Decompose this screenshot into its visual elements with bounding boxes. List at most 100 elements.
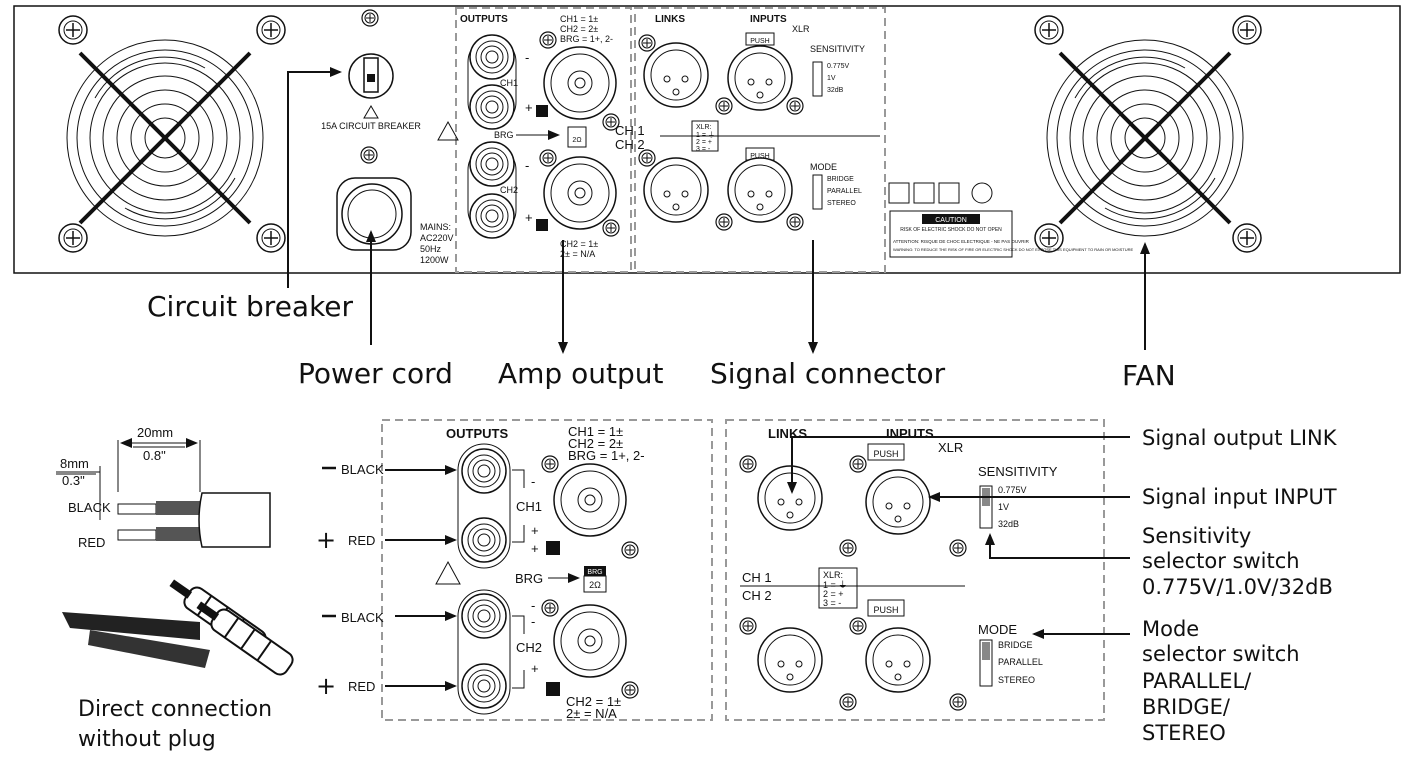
signal-connector-label: Signal connector xyxy=(710,357,946,390)
ch-note-top-1: CH1 = 1± xyxy=(560,14,598,24)
ch-note-detail-2: CH2 = 2± xyxy=(568,436,623,451)
xlr-link-ch1-top xyxy=(643,42,709,108)
links-heading-top: LINKS xyxy=(655,14,685,25)
caution-sub: RISK OF ELECTRIC SHOCK DO NOT OPEN xyxy=(900,227,1002,233)
attention-text: ATTENTION: RISQUE DE CHOC ELECTRIQUE - N… xyxy=(893,239,1030,244)
speakon-ch1-detail xyxy=(553,463,627,537)
mode-callout-4: BRIDGE/ xyxy=(1142,695,1231,719)
warning-icon xyxy=(363,105,379,119)
push-detail-1: PUSH xyxy=(873,449,898,459)
speakon-ch2-top xyxy=(543,156,617,230)
ch2-note-detail-1: CH2 = 1± xyxy=(566,694,621,709)
xlr-input-ch2-top xyxy=(727,157,793,223)
sensitivity-label-top: SENSITIVITY xyxy=(810,44,865,54)
warning-text: WARNING: TO REDUCE THE RISK OF FIRE OR E… xyxy=(893,247,1134,252)
signal-input-label: Signal input INPUT xyxy=(1142,485,1337,509)
sens-1v-detail: 1V xyxy=(998,502,1009,512)
direct-connection-line-1: Direct connection xyxy=(78,697,272,722)
svg-text:+: + xyxy=(531,661,539,676)
circuit-breaker-leader xyxy=(287,67,342,288)
xlr-pin-title-detail: XLR: xyxy=(823,570,843,580)
signal-output-link-leader xyxy=(787,436,1130,494)
ch-note-top-2: CH2 = 2± xyxy=(560,24,598,34)
mains-line-3: 50Hz xyxy=(420,244,442,254)
svg-text:+: + xyxy=(525,100,533,115)
brg-badge-detail: BRG xyxy=(587,569,602,576)
mains-line-4: 1200W xyxy=(420,255,449,265)
mode-label-top: MODE xyxy=(810,162,837,172)
ch-2-label-detail: CH 2 xyxy=(742,588,772,603)
mode-callout-2: selector switch xyxy=(1142,642,1300,666)
sens-32db-top: 32dB xyxy=(827,87,844,94)
inputs-heading-top: INPUTS xyxy=(750,14,787,25)
sens-0775-detail: 0.775V xyxy=(998,485,1027,495)
wire-red-label: RED xyxy=(78,535,105,550)
brg-socket-top: 2Ω xyxy=(572,137,581,144)
caution-label: CAUTION RISK OF ELECTRIC SHOCK DO NOT OP… xyxy=(889,210,1134,258)
sensitivity-callout-3: 0.775V/1.0V/32dB xyxy=(1142,575,1333,599)
ch1-label-detail: CH1 xyxy=(516,499,542,514)
ch2-label-detail: CH2 xyxy=(516,640,542,655)
mode-stereo-top: STEREO xyxy=(827,200,856,207)
plus-red-2: RED xyxy=(348,679,375,694)
xlr-pin-3-top: 3 = - xyxy=(696,146,711,153)
sens-0775-top: 0.775V xyxy=(827,63,850,70)
ch2-note-top-1: CH2 = 1± xyxy=(560,239,598,249)
binding-post-ch2-minus-detail xyxy=(461,593,507,639)
svg-text:+: + xyxy=(316,672,336,700)
outputs-heading-detail: OUTPUTS xyxy=(446,426,508,441)
brg-socket-detail: 2Ω xyxy=(589,580,601,590)
warning-icon-top xyxy=(437,120,459,141)
wire-strip-detail: 20mm 0.8" 8mm 0.3" BLACK RED xyxy=(56,425,271,550)
ch2-note-top-2: 2± = N/A xyxy=(560,249,595,259)
xlr-label-detail: XLR xyxy=(938,440,963,455)
minus-black-1: BLACK xyxy=(341,462,384,477)
ch-note-top-3: BRG = 1+, 2- xyxy=(560,34,613,44)
mode-stereo-detail: STEREO xyxy=(998,675,1035,685)
xlr-link-ch1-detail xyxy=(757,465,823,531)
svg-text:+: + xyxy=(531,541,539,556)
power-cord-socket[interactable] xyxy=(336,177,412,251)
ch1-label-top: CH1 xyxy=(500,78,518,88)
amp-output-label: Amp output xyxy=(498,357,663,390)
sens-1v-top: 1V xyxy=(827,75,836,82)
mode-bridge-top: BRIDGE xyxy=(827,176,854,183)
svg-text:-: - xyxy=(531,598,535,613)
xlr-input-ch1-detail xyxy=(865,469,931,535)
xlr-pin-1-top: 1 = ⏚ xyxy=(696,131,715,139)
dim-8mm: 8mm xyxy=(60,456,89,471)
speakon-ch1-top xyxy=(543,46,617,120)
ch2-label-top: CH2 xyxy=(500,185,518,195)
mains-line-1: MAINS: xyxy=(420,222,451,232)
mode-parallel-top: PARALLEL xyxy=(827,188,862,195)
mode-callout-1: Mode xyxy=(1142,617,1199,641)
rear-panel-frame xyxy=(13,5,1401,274)
ch-note-detail-1: CH1 = 1± xyxy=(568,424,623,439)
svg-text:-: - xyxy=(531,614,535,629)
binding-post-ch1-minus-detail xyxy=(461,448,507,494)
svg-text:-: - xyxy=(525,50,529,65)
dim-03in: 0.3" xyxy=(62,473,85,488)
xlr-pin-2-top: 2 = + xyxy=(696,139,712,146)
wire-black-label: BLACK xyxy=(68,500,111,515)
dim-20mm: 20mm xyxy=(137,425,173,440)
brg-label-detail: BRG xyxy=(515,571,543,586)
dim-08in: 0.8" xyxy=(143,448,166,463)
outputs-heading-top: OUTPUTS xyxy=(460,14,508,25)
speakon-ch2-detail xyxy=(553,604,627,678)
minus-black-2: BLACK xyxy=(341,610,384,625)
sens-32db-detail: 32dB xyxy=(998,519,1019,529)
certification-icons xyxy=(888,182,993,204)
xlr-link-ch2-detail xyxy=(757,627,823,693)
brg-label-top: BRG xyxy=(494,130,514,140)
circuit-breaker-switch[interactable] xyxy=(348,53,394,99)
inputs-heading-detail: INPUTS xyxy=(886,426,934,441)
xlr-pin-3-detail: 3 = - xyxy=(823,598,841,608)
binding-post-ch1-plus-detail xyxy=(461,517,507,563)
ch-note-detail-3: BRG = 1+, 2- xyxy=(568,448,645,463)
svg-text:-: - xyxy=(525,158,529,173)
outputs-module-detail xyxy=(381,419,713,721)
mode-callout-5: STEREO xyxy=(1142,721,1226,745)
ch-1-label-detail: CH 1 xyxy=(742,570,772,585)
